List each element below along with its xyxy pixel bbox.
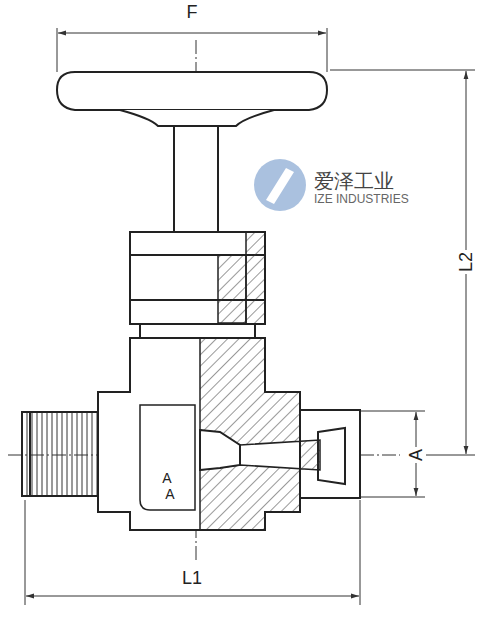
logo	[254, 159, 306, 211]
body-marking: A	[163, 486, 176, 502]
dimension-label: F	[185, 2, 200, 22]
dimension-label: L2	[456, 250, 476, 274]
dimension-label: L1	[180, 568, 204, 588]
watermark: 爱泽工业	[312, 170, 396, 192]
body-marking: A	[160, 470, 173, 486]
dimension-label: A	[406, 447, 426, 463]
watermark: IZE INDUSTRIES	[312, 192, 411, 206]
